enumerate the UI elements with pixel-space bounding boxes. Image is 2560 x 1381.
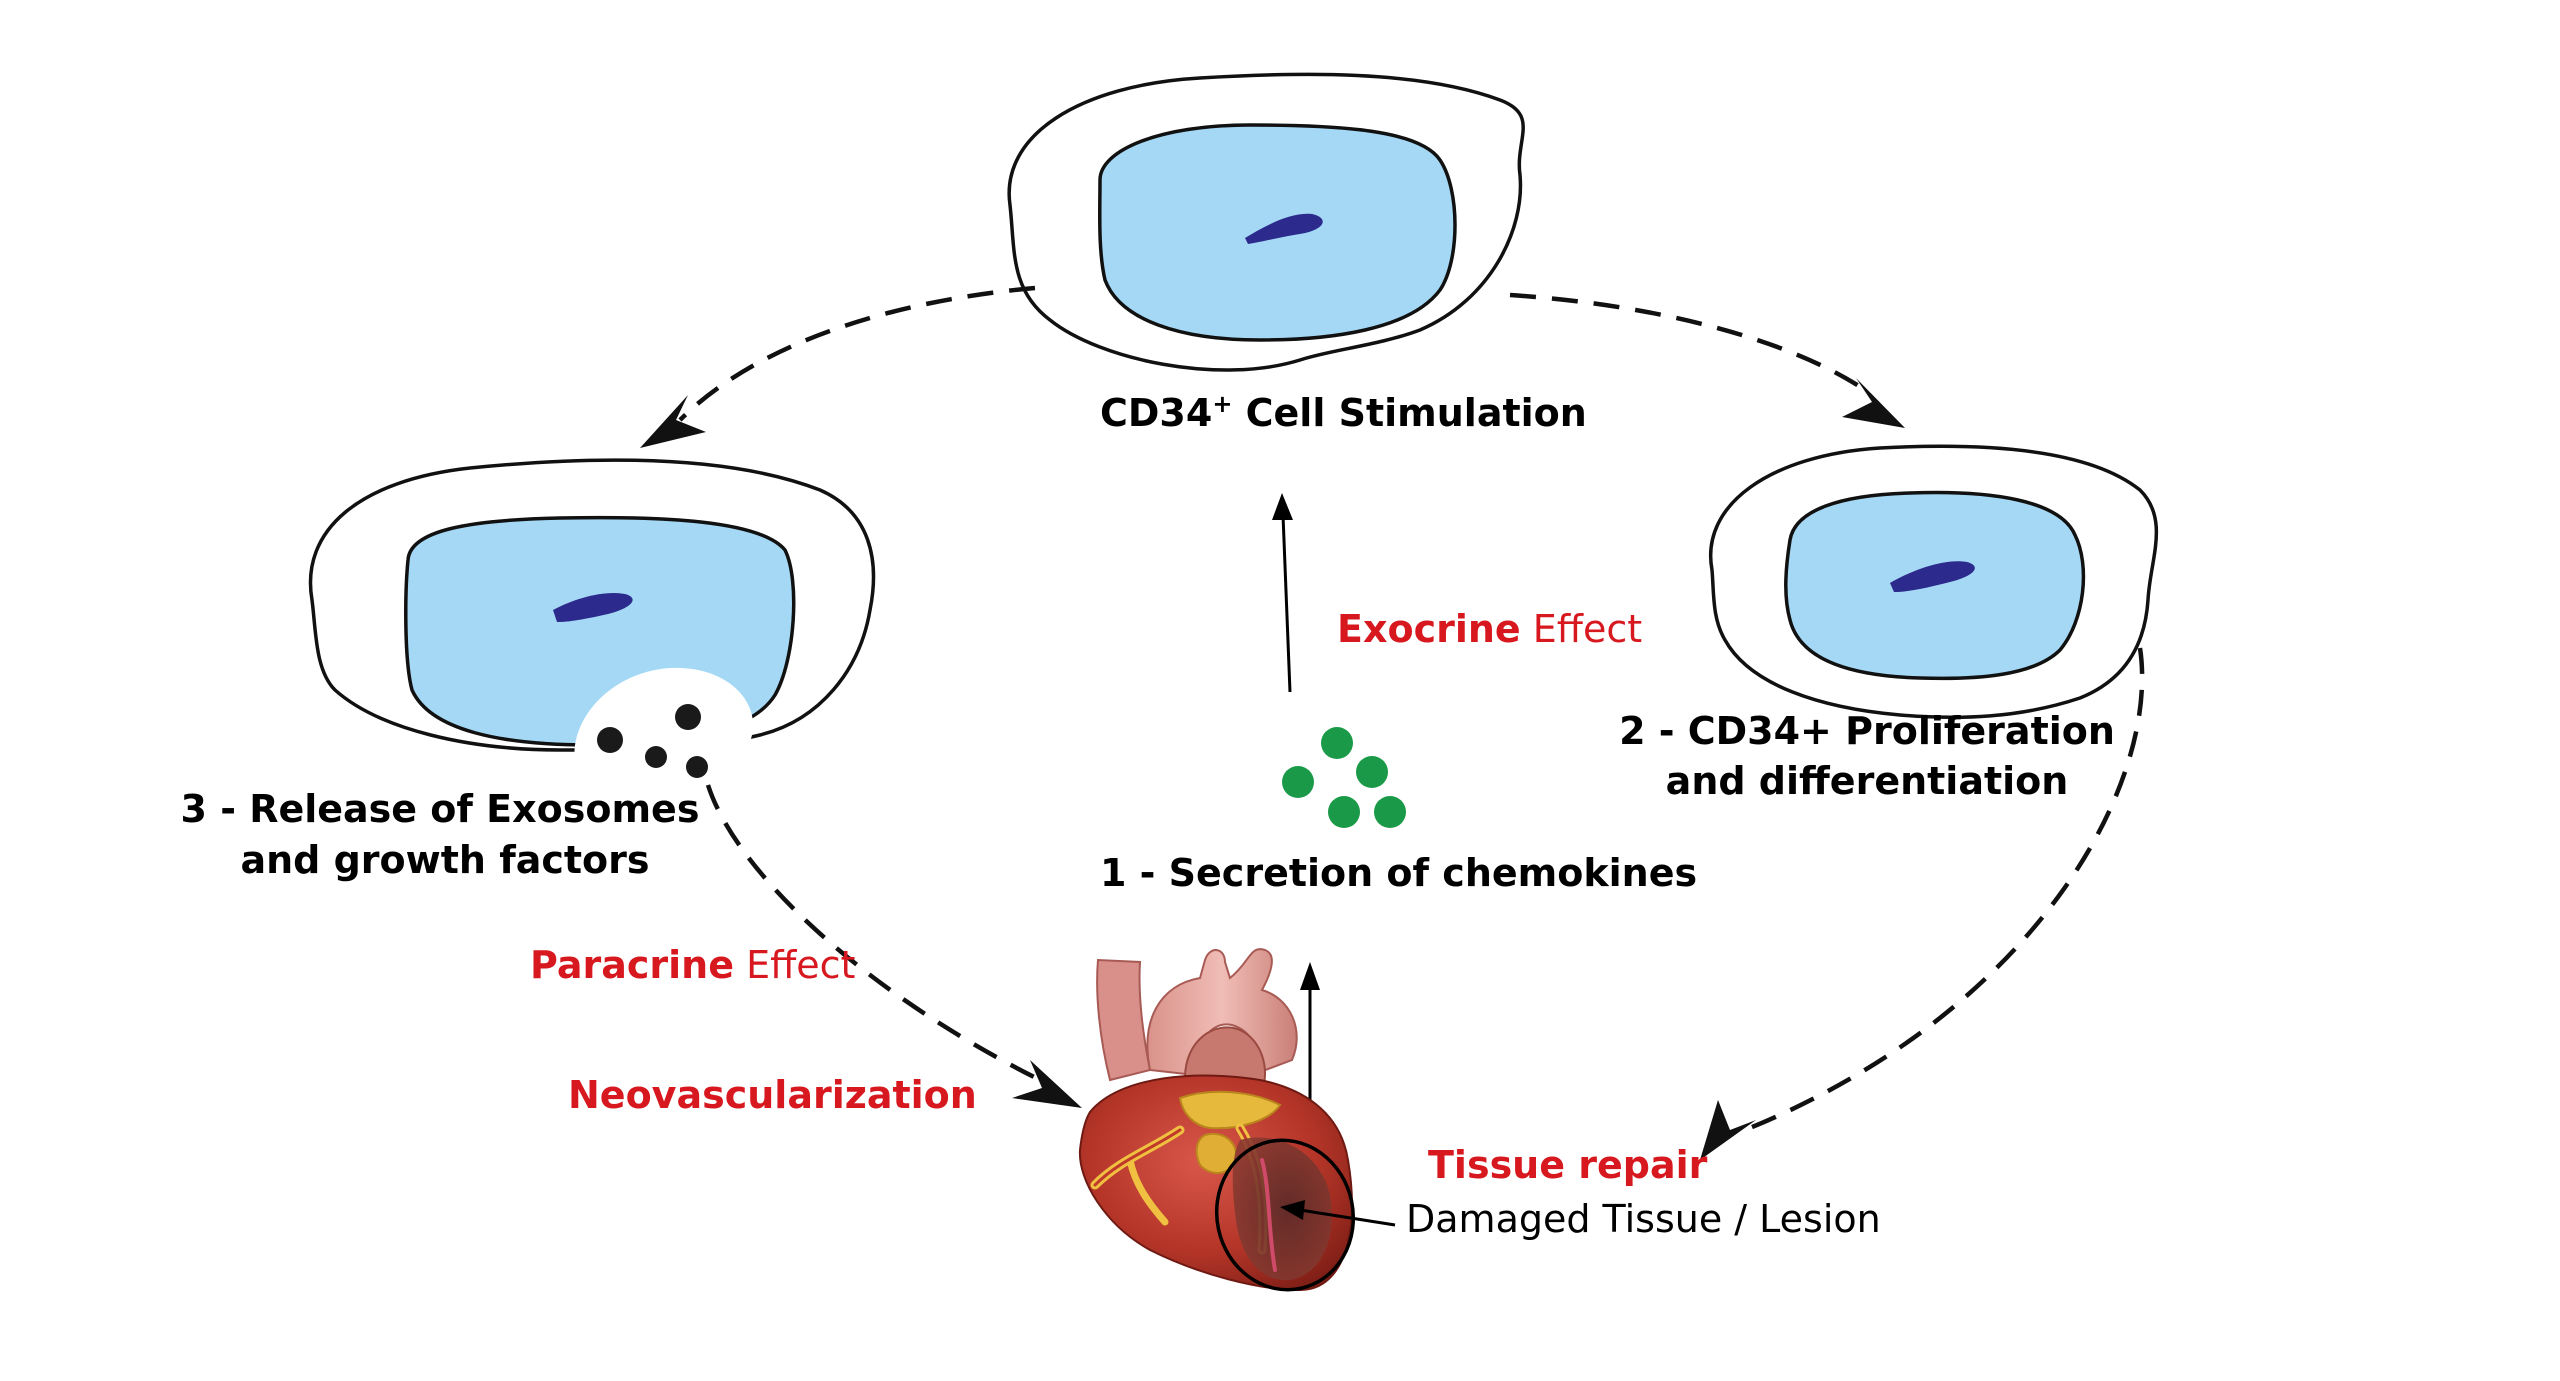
lesion-marker-circle	[1214, 1138, 1356, 1292]
chemokine-secretion-label: 1 - Secretion of chemokines	[1100, 851, 1697, 895]
lesion-area	[1232, 1137, 1332, 1281]
top-cell-nucleus	[1245, 213, 1323, 244]
damaged-tissue-pointer	[1280, 1200, 1396, 1227]
right-atrium-fat	[1195, 1132, 1238, 1174]
neovascularization-label: Neovascularization	[568, 1073, 977, 1117]
cd34-cell-stimulation-label: CD34+ Cell Stimulation	[1100, 390, 1587, 435]
stimulation-to-proliferation-arrow	[1509, 292, 1905, 428]
left-stem-cell	[308, 458, 876, 786]
atrium-fat	[1178, 1090, 1282, 1130]
aortic-arch	[1146, 948, 1298, 1077]
left-cell-vesicle-pocket	[574, 667, 754, 786]
left-cell-nucleus	[553, 592, 633, 622]
stimulation-to-release-arrow	[640, 285, 1036, 448]
right-cell-nucleus	[1890, 561, 1975, 592]
damaged-tissue-label: Damaged Tissue / Lesion	[1406, 1197, 1881, 1241]
exocrine-effect-label: Exocrine Effect	[1337, 607, 1642, 651]
tissue-repair-label: Tissue repair	[1428, 1143, 1708, 1187]
proliferation-label-line2: and differentiation	[1666, 759, 2069, 803]
top-stem-cell	[1007, 72, 1525, 372]
chemokine-dots	[1282, 727, 1406, 828]
vena-cava	[1096, 958, 1152, 1082]
exocrine-up-arrow	[1272, 493, 1293, 693]
heart-illustration	[1078, 948, 1356, 1292]
proliferation-to-repair-arrow	[1700, 647, 2145, 1160]
exosome-dots	[597, 704, 708, 778]
release-to-heart-arrow	[705, 784, 1082, 1108]
paracrine-effect-label: Paracrine Effect	[530, 943, 855, 987]
proliferation-label-line1: 2 - CD34+ Proliferation	[1619, 709, 2115, 753]
right-stem-cell	[1708, 444, 2159, 720]
exosome-release-label-line2: and growth factors	[240, 838, 649, 882]
exosome-release-label-line1: 3 - Release of Exosomes	[181, 787, 700, 831]
